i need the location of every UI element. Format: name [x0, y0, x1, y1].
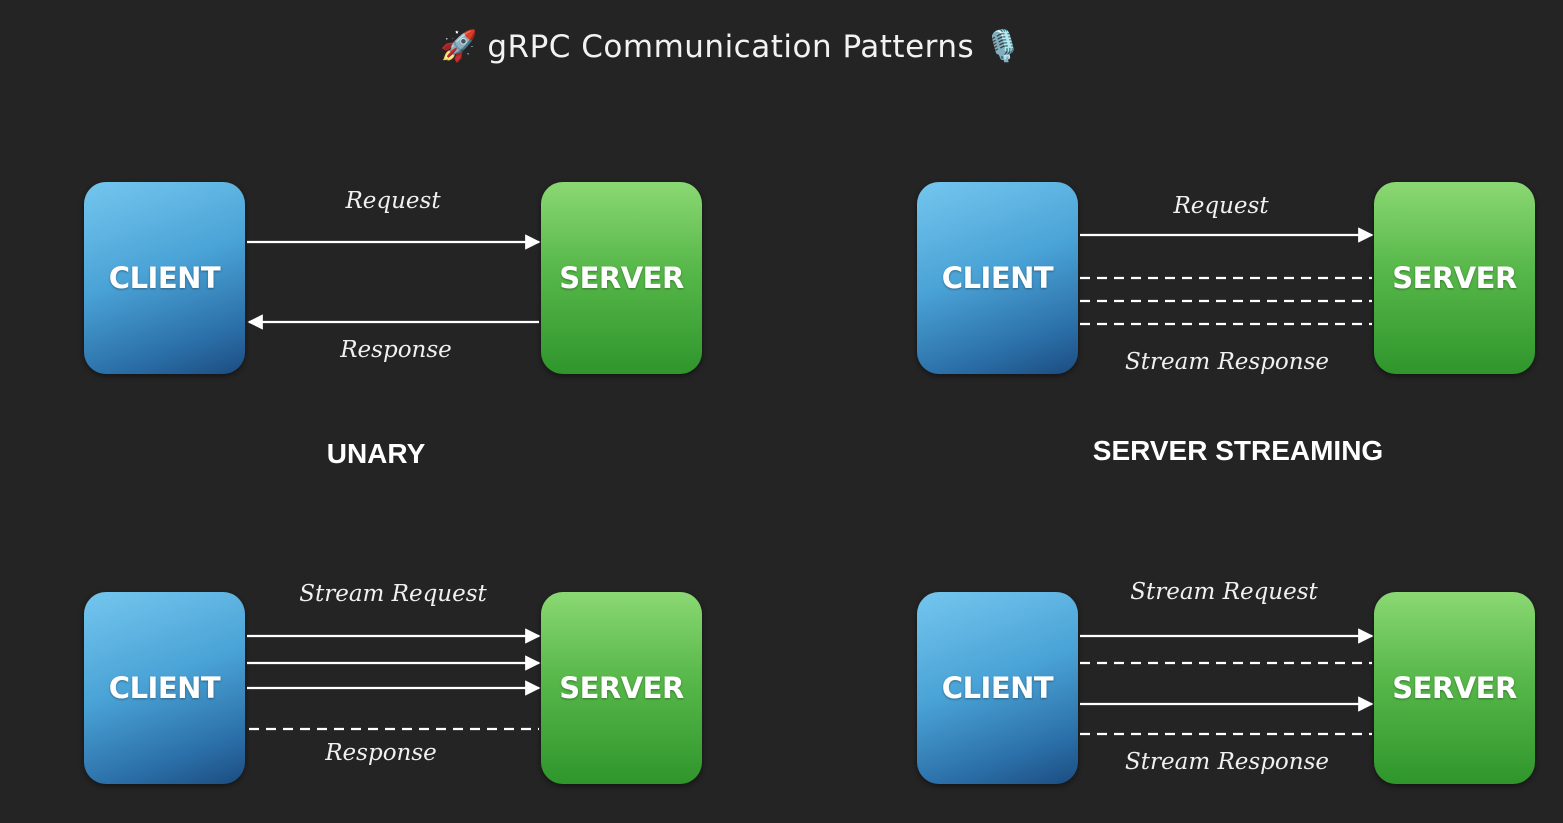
unary-client-box: CLIENT	[84, 182, 245, 374]
server-label: SERVER	[1392, 671, 1517, 705]
server-streaming-client-box: CLIENT	[917, 182, 1078, 374]
client-streaming-response-label: Response	[325, 740, 437, 766]
bidi-streaming-client-box: CLIENT	[917, 592, 1078, 784]
server-label: SERVER	[1392, 261, 1517, 295]
diagram-title: 🚀 gRPC Communication Patterns 🎙️	[440, 22, 1100, 72]
server-label: SERVER	[559, 261, 684, 295]
bidi-streaming-request-label: Stream Request	[1130, 579, 1318, 605]
server-label: SERVER	[559, 671, 684, 705]
bidi-streaming-server-box: SERVER	[1374, 592, 1535, 784]
server-streaming-pattern-label: SERVER STREAMING	[1092, 435, 1384, 466]
client-label: CLIENT	[108, 261, 221, 295]
microphone-icon: 🎙️	[984, 29, 1022, 64]
unary-server-box: SERVER	[541, 182, 702, 374]
bidi-streaming-response-label: Stream Response	[1125, 749, 1329, 775]
server-streaming-response-label: Stream Response	[1125, 349, 1329, 375]
unary-response-label: Response	[340, 337, 452, 363]
unary-request-label: Request	[345, 188, 441, 214]
client-label: CLIENT	[108, 671, 221, 705]
title-text: gRPC Communication Patterns	[487, 29, 975, 65]
rocket-icon: 🚀	[440, 29, 478, 64]
server-streaming-request-label: Request	[1173, 193, 1269, 219]
client-streaming-client-box: CLIENT	[84, 592, 245, 784]
client-streaming-request-label: Stream Request	[299, 581, 487, 607]
client-label: CLIENT	[941, 671, 1054, 705]
client-streaming-server-box: SERVER	[541, 592, 702, 784]
unary-pattern-label: UNARY	[326, 438, 426, 469]
client-label: CLIENT	[941, 261, 1054, 295]
server-streaming-server-box: SERVER	[1374, 182, 1535, 374]
